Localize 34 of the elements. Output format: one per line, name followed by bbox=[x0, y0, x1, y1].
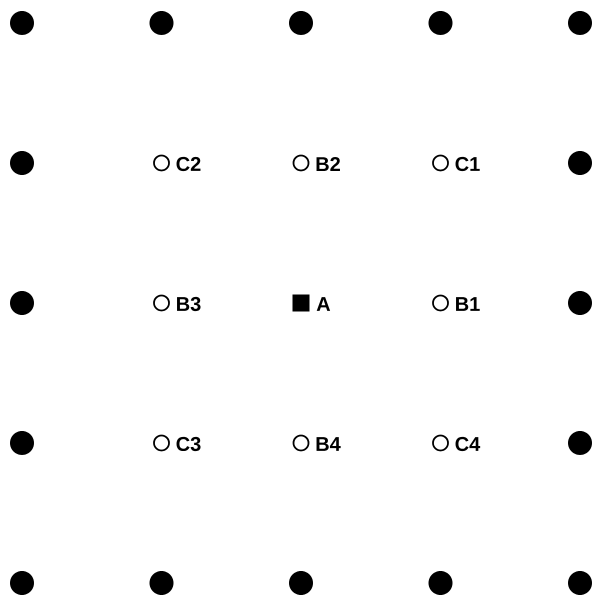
dot bbox=[568, 571, 592, 595]
hollow-circle bbox=[432, 294, 449, 312]
dot bbox=[10, 151, 34, 175]
dot bbox=[10, 291, 34, 315]
point-label: B4 bbox=[316, 437, 341, 451]
dot bbox=[428, 11, 452, 35]
point-label: C4 bbox=[456, 436, 480, 452]
dot bbox=[568, 291, 592, 315]
point-label: B1 bbox=[456, 297, 480, 311]
hollow-circle bbox=[292, 434, 310, 452]
dot bbox=[568, 431, 592, 455]
dot bbox=[568, 151, 592, 175]
hollow-circle bbox=[153, 154, 170, 172]
point-label: A bbox=[316, 297, 330, 311]
dot bbox=[568, 11, 592, 35]
dot bbox=[10, 431, 34, 455]
point-label: C3 bbox=[176, 436, 201, 452]
dot bbox=[150, 571, 174, 595]
point-label: C2 bbox=[176, 156, 200, 172]
hollow-circle bbox=[153, 434, 170, 452]
hollow-circle bbox=[432, 434, 449, 452]
dot bbox=[428, 571, 452, 595]
point-label: B3 bbox=[177, 296, 201, 312]
dot bbox=[150, 11, 174, 35]
dot bbox=[289, 571, 313, 595]
point-label: B2 bbox=[316, 157, 340, 171]
square bbox=[292, 294, 310, 312]
dot bbox=[10, 11, 34, 35]
point-label: C1 bbox=[456, 156, 480, 172]
hollow-circle bbox=[153, 294, 170, 312]
hollow-circle bbox=[292, 154, 310, 172]
hollow-circle bbox=[432, 154, 449, 172]
dot bbox=[289, 11, 313, 35]
dot bbox=[10, 571, 34, 595]
